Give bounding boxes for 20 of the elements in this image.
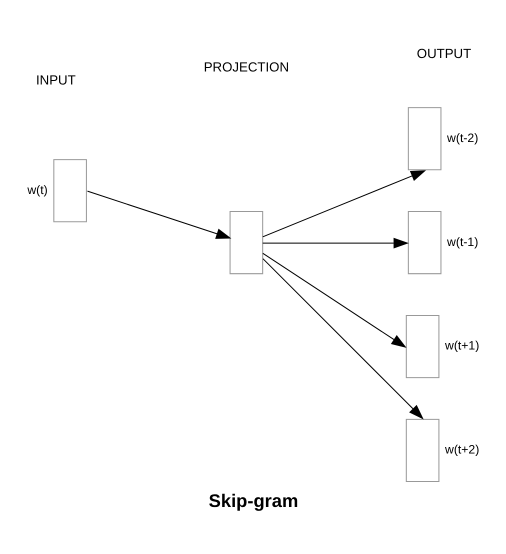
label: INPUT <box>36 72 76 88</box>
node-box <box>405 314 439 378</box>
node-label: w(t+1) <box>444 338 479 353</box>
node-box <box>229 211 263 274</box>
node-label: w(t+2) <box>444 442 479 457</box>
label: OUTPUT <box>416 46 471 62</box>
node-label: w(t-2) <box>446 130 478 145</box>
caption: Skip-gram <box>208 490 298 511</box>
arrow <box>262 170 426 238</box>
arrow <box>262 258 424 420</box>
label: PROJECTION <box>203 59 289 74</box>
node-label: w(t) <box>26 182 48 197</box>
arrow <box>262 252 406 348</box>
node-box <box>52 159 86 222</box>
node-box <box>405 418 439 482</box>
node-label: w(t-1) <box>446 234 478 249</box>
arrow <box>86 190 231 239</box>
node-box <box>407 107 441 170</box>
arrow <box>262 238 408 248</box>
node-box <box>407 211 441 274</box>
